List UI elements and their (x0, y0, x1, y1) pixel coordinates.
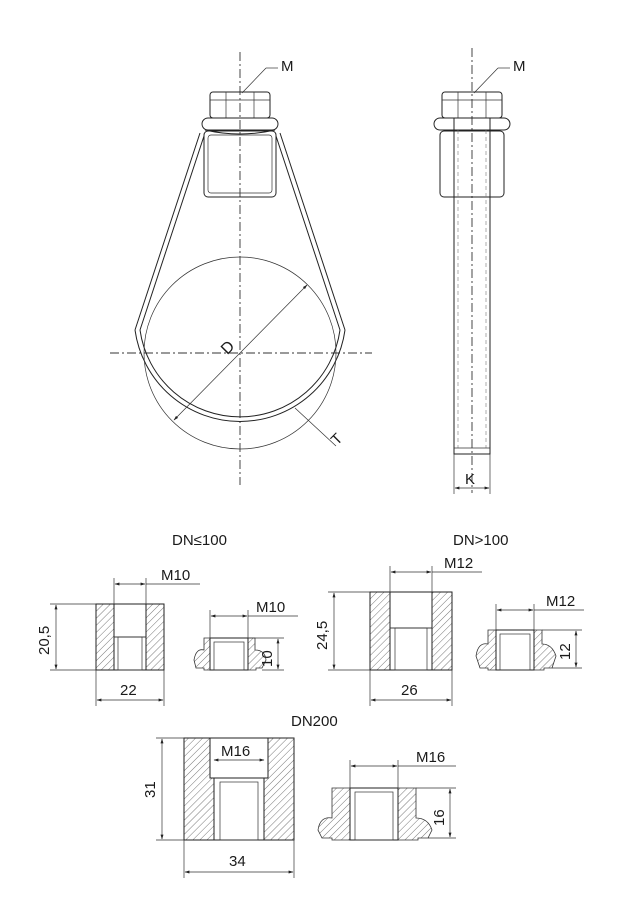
sleeve-height-medium: 24,5 (314, 621, 331, 650)
sleeve-height-large: 31 (142, 781, 159, 798)
nut-thread-small: M10 (256, 599, 285, 616)
side-view: K M (433, 48, 526, 494)
sleeve-thread-small: M10 (161, 567, 190, 584)
thread-label-front: M (281, 58, 294, 75)
section-title-large: DN200 (291, 713, 338, 730)
sleeve-height-small: 20,5 (36, 626, 53, 655)
detail-large: DN200 M16 31 34 M16 16 (142, 713, 456, 878)
nut-thread-large: M16 (416, 749, 445, 766)
thread-label-side: M (513, 58, 526, 75)
width-label: K (465, 471, 475, 488)
section-title-small: DN≤100 (172, 532, 227, 549)
detail-small: DN≤100 M10 20,5 22 M10 (36, 532, 298, 706)
front-view: D T M (110, 52, 372, 485)
diameter-label: D (218, 338, 238, 358)
nut-height-small: 10 (259, 650, 276, 667)
sleeve-thread-large: M16 (221, 743, 250, 760)
nut-height-large: 16 (431, 809, 448, 826)
nut-thread-medium: M12 (546, 593, 575, 610)
sleeve-width-large: 34 (229, 853, 246, 870)
sleeve-width-small: 22 (120, 682, 137, 699)
section-title-medium: DN>100 (453, 532, 508, 549)
detail-medium: DN>100 M12 24,5 26 M12 12 (314, 532, 584, 706)
thickness-label: T (328, 430, 347, 449)
sleeve-width-medium: 26 (401, 682, 418, 699)
nut-height-medium: 12 (557, 643, 574, 660)
sleeve-thread-medium: M12 (444, 555, 473, 572)
